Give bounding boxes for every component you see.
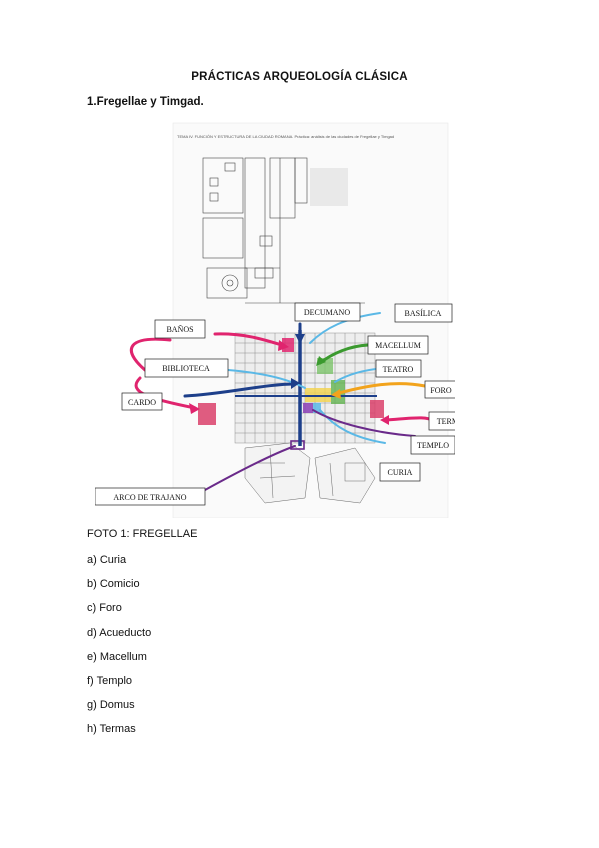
label-macellum-box: [367, 335, 429, 355]
photo-item-list: a) Curia b) Comicio c) Foro d) Acueducto…: [87, 553, 151, 747]
label-termas-box: [428, 411, 455, 431]
arco-marker: [290, 440, 305, 450]
label-templo: TEMPLO: [417, 441, 449, 450]
label-curia-box: [379, 462, 421, 482]
cardo-building: [198, 403, 216, 425]
label-decumano-box: [294, 302, 361, 322]
lower-town: [244, 442, 376, 504]
curia-area: [313, 403, 321, 413]
label-curia: CURIA: [388, 468, 413, 477]
label-banos-box: [154, 319, 206, 339]
list-item: c) Foro: [87, 602, 122, 615]
list-item: h) Termas: [87, 723, 136, 736]
label-foro-box: [424, 380, 455, 399]
label-macellum: MACELLUM: [375, 341, 421, 350]
city-plan-image: TEMA IV. FUNCIÓN Y ESTRUCTURA DE LA CIUD…: [95, 122, 455, 518]
annotated-city-plan: TEMA IV. FUNCIÓN Y ESTRUCTURA DE LA CIUD…: [95, 118, 455, 518]
label-cardo: CARDO: [128, 398, 156, 407]
blurred-patch: [310, 168, 348, 206]
label-templo-box: [410, 435, 455, 455]
arrow-heads: [189, 334, 389, 425]
label-arco-box: [95, 487, 206, 506]
plan-labels: BAÑOS DECUMANO BASÍLICA MACELLUM BIBLIOT…: [95, 302, 455, 506]
label-foro: FORO: [430, 386, 452, 395]
label-termas: TERMAS: [437, 417, 455, 426]
list-item: a) Curia: [87, 554, 127, 566]
page-title: PRÁCTICAS ARQUEOLOGÍA CLÁSICA: [191, 71, 408, 83]
label-teatro-box: [375, 359, 422, 378]
label-biblioteca: BIBLIOTECA: [162, 364, 210, 373]
templo-area: [303, 403, 313, 413]
termas-building: [370, 400, 384, 418]
label-teatro: TEATRO: [383, 365, 414, 374]
list-item: e) Macellum: [87, 650, 147, 663]
label-basilica: BASÍLICA: [405, 308, 442, 318]
list-item: d) Acueducto: [87, 626, 152, 639]
label-biblioteca-box: [144, 358, 229, 378]
label-decumano: DECUMANO: [304, 308, 350, 317]
label-cardo-box: [121, 392, 163, 411]
banos-building: [282, 338, 294, 352]
section-heading: 1.Fregellae y Timgad.: [87, 96, 204, 108]
label-basilica-box: [394, 303, 453, 323]
list-item: f) Templo: [87, 674, 133, 687]
list-item: b) Comicio: [87, 578, 140, 591]
list-item: g) Domus: [87, 699, 135, 712]
figure-header: TEMA IV. FUNCIÓN Y ESTRUCTURA DE LA CIUD…: [177, 134, 394, 139]
photo-label: FOTO 1: FREGELLAE: [87, 528, 198, 540]
label-arco: ARCO DE TRAJANO: [113, 493, 186, 502]
label-banos: BAÑOS: [166, 324, 193, 334]
